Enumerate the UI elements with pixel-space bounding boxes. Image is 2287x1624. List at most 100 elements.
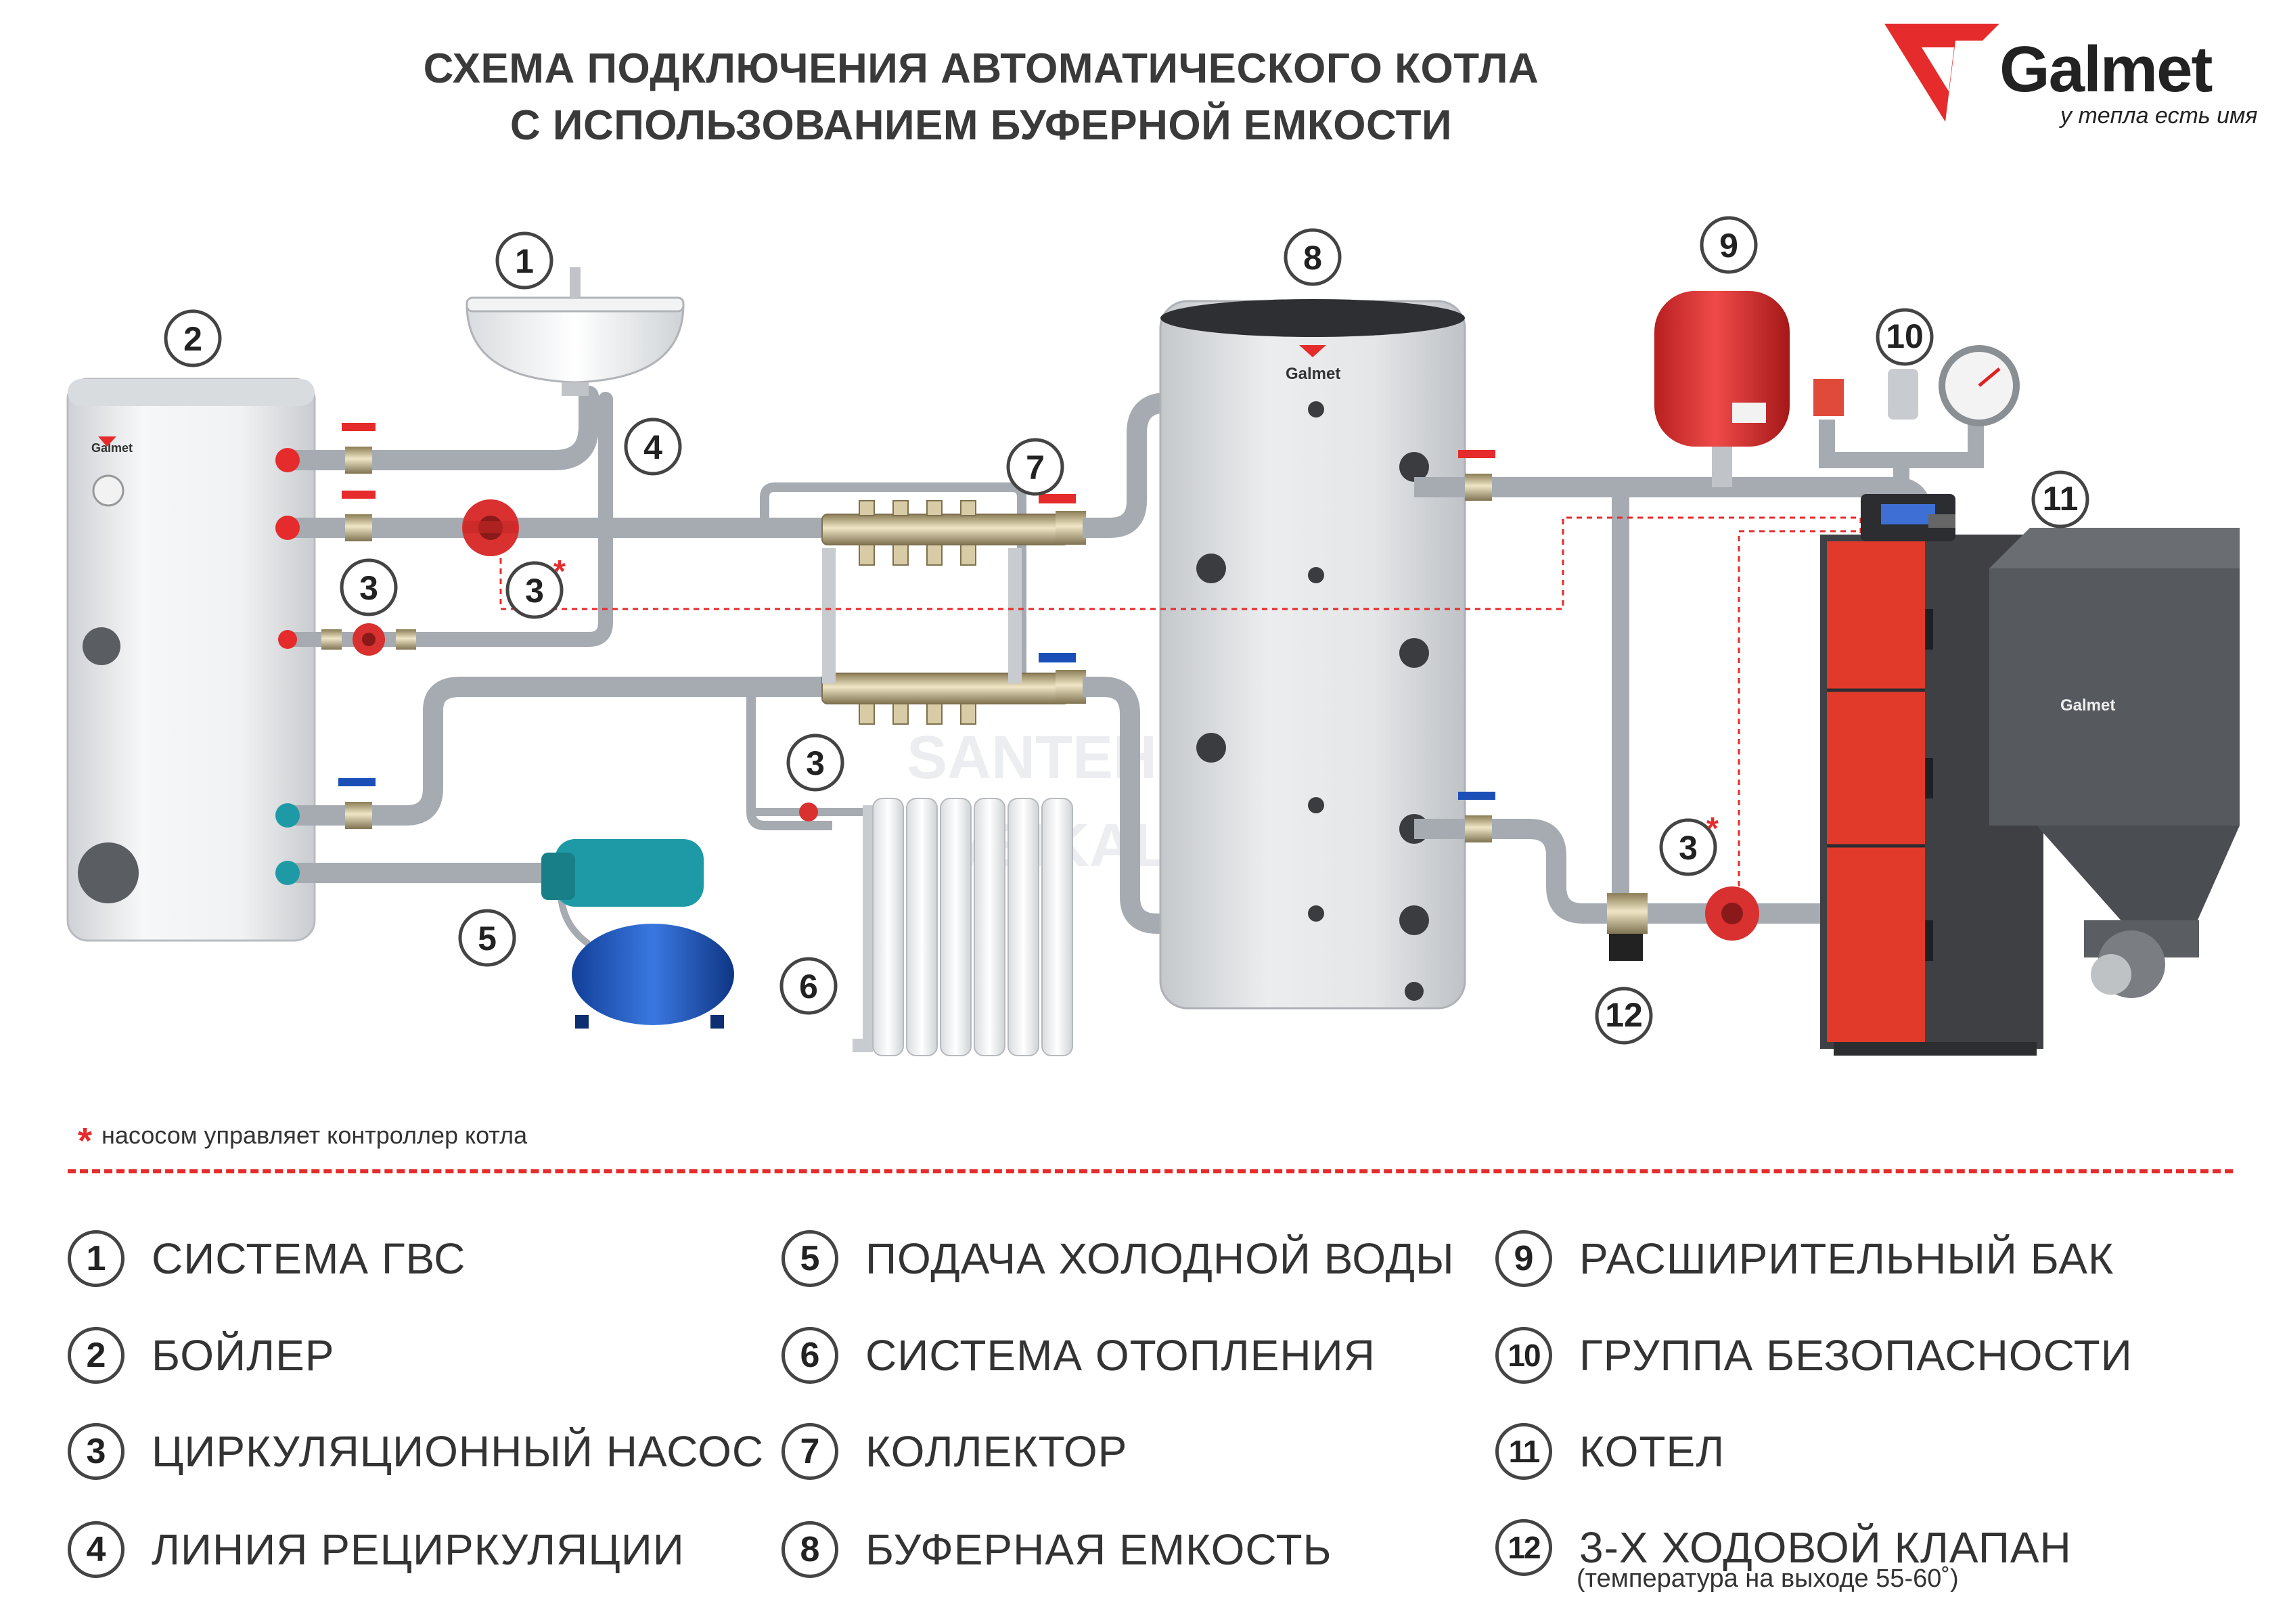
badge-4: 4 bbox=[624, 418, 682, 476]
legend-label: СИСТЕМА ОТОПЛЕНИЯ bbox=[865, 1331, 1376, 1380]
recirculation-pump bbox=[353, 623, 385, 656]
svg-text:2: 2 bbox=[183, 320, 202, 358]
legend-label: ПОДАЧА ХОЛОДНОЙ ВОДЫ bbox=[865, 1234, 1455, 1283]
expansion-tank bbox=[1654, 291, 1790, 487]
legend-label: БУФЕРНАЯ ЕМКОСТЬ bbox=[865, 1525, 1332, 1574]
badge-9: 9 bbox=[1700, 216, 1758, 274]
svg-text:9: 9 bbox=[1719, 227, 1738, 265]
svg-text:11: 11 bbox=[2043, 480, 2079, 518]
legend-item: 4 ЛИНИЯ РЕЦИРКУЛЯЦИИ bbox=[68, 1512, 685, 1587]
legend-number: 4 bbox=[68, 1521, 124, 1578]
legend-number: 11 bbox=[1495, 1423, 1552, 1480]
heating-scheme-diagram: SANTEHNIKAS VEIKALS.LV Galmet bbox=[66, 216, 2240, 1056]
legend-number: 2 bbox=[68, 1327, 124, 1384]
sink bbox=[466, 267, 685, 396]
logo-tagline: у тепла есть имя bbox=[2060, 103, 2258, 129]
legend-number: 1 bbox=[68, 1230, 124, 1287]
legend-label: 3-Х ХОДОВОЙ КЛАПАН bbox=[1579, 1523, 2072, 1572]
svg-text:3: 3 bbox=[525, 572, 544, 610]
legend-item: 10 ГРУППА БЕЗОПАСНОСТИ bbox=[1495, 1318, 2133, 1393]
cold-water-pump bbox=[541, 839, 734, 1029]
legend-number: 6 bbox=[782, 1327, 838, 1384]
badge-12: 12 bbox=[1595, 987, 1653, 1045]
svg-text:6: 6 bbox=[799, 968, 818, 1006]
legend-number: 10 bbox=[1495, 1327, 1552, 1384]
buffer-tank: Galmet bbox=[1159, 299, 1466, 1010]
legend-label: ЛИНИЯ РЕЦИРКУЛЯЦИИ bbox=[152, 1525, 685, 1574]
galmet-logo-mark-icon bbox=[1884, 24, 1999, 122]
boiler-pipes bbox=[275, 386, 842, 885]
hopper-brand-label: Galmet bbox=[2060, 696, 2115, 715]
legend-label: КОТЕЛ bbox=[1579, 1427, 1725, 1476]
badge-10: 10 bbox=[1876, 308, 1934, 366]
svg-text:10: 10 bbox=[1886, 317, 1924, 355]
legend-label: РАСШИРИТЕЛЬНЫЙ БАК bbox=[1579, 1234, 2114, 1283]
badge-3-dhw-pump: 3* bbox=[505, 554, 566, 619]
legend-item: 2 БОЙЛЕР bbox=[68, 1318, 334, 1393]
page-title: СХЕМА ПОДКЛЮЧЕНИЯ АВТОМАТИЧЕСКОГО КОТЛА … bbox=[379, 41, 1583, 154]
legend-item: 6 СИСТЕМА ОТОПЛЕНИЯ bbox=[782, 1318, 1376, 1393]
radiator bbox=[751, 798, 1073, 1056]
title-line-1: СХЕМА ПОДКЛЮЧЕНИЯ АВТОМАТИЧЕСКОГО КОТЛА bbox=[423, 45, 1539, 92]
svg-text:*: * bbox=[1706, 811, 1719, 846]
legend-item: 7 КОЛЛЕКТОР bbox=[782, 1414, 1127, 1489]
svg-text:8: 8 bbox=[1303, 239, 1322, 277]
footnote-star: * bbox=[78, 1121, 93, 1161]
badge-3-collector: 3 bbox=[786, 734, 844, 792]
svg-text:1: 1 bbox=[515, 242, 534, 280]
badge-8: 8 bbox=[1284, 228, 1342, 286]
badge-2: 2 bbox=[164, 309, 222, 367]
badge-3-boiler-pump: 3* bbox=[1659, 811, 1719, 876]
svg-text:12: 12 bbox=[1605, 996, 1643, 1034]
ball-valves bbox=[321, 423, 416, 829]
svg-text:3: 3 bbox=[359, 569, 378, 607]
footnote-text: насосом управляет контроллер котла bbox=[101, 1121, 528, 1149]
footnote: * насосом управляет контроллер котла bbox=[78, 1120, 527, 1162]
badge-5: 5 bbox=[458, 909, 516, 967]
legend-number: 3 bbox=[68, 1423, 124, 1480]
legend-item: 8 БУФЕРНАЯ ЕМКОСТЬ bbox=[782, 1512, 1332, 1587]
title-line-2: С ИСПОЛЬЗОВАНИЕМ БУФЕРНОЙ ЕМКОСТИ bbox=[510, 102, 1453, 149]
boiler-pump bbox=[1705, 886, 1759, 941]
logo-brand: Galmet bbox=[1999, 33, 2213, 106]
legend-item: 3 ЦИРКУЛЯЦИОННЫЙ НАСОС bbox=[68, 1414, 764, 1489]
svg-text:7: 7 bbox=[1026, 449, 1045, 487]
legend-label: ГРУППА БЕЗОПАСНОСТИ bbox=[1579, 1331, 2133, 1380]
legend-label: ЦИРКУЛЯЦИОННЫЙ НАСОС bbox=[152, 1427, 765, 1476]
svg-text:3: 3 bbox=[806, 744, 825, 782]
badge-11: 11 bbox=[2031, 470, 2089, 528]
legend-item: 1 СИСТЕМА ГВС bbox=[68, 1221, 466, 1296]
legend-number: 9 bbox=[1495, 1230, 1552, 1287]
dhw-pump bbox=[462, 499, 519, 556]
legend-item: 12 3-Х ХОДОВОЙ КЛАПАН bbox=[1495, 1510, 2072, 1585]
legend-item: 9 РАСШИРИТЕЛЬНЫЙ БАК bbox=[1495, 1221, 2114, 1296]
number-badges: 1 2 3 3* 3 3* 4 5 6 7 8 9 10 11 12 bbox=[164, 216, 2089, 1045]
legend-number: 7 bbox=[782, 1423, 838, 1480]
legend-number: 5 bbox=[782, 1230, 838, 1287]
legend-note: (температура на выходе 55-60˚) bbox=[1577, 1564, 1959, 1593]
svg-text:5: 5 bbox=[478, 920, 497, 957]
boiler-thermometer-icon bbox=[92, 474, 124, 507]
badge-7: 7 bbox=[1006, 438, 1064, 496]
svg-text:4: 4 bbox=[643, 428, 662, 466]
safety-group bbox=[1813, 345, 2020, 487]
dhw-boiler: Galmet bbox=[66, 378, 316, 942]
legend-label: КОЛЛЕКТОР bbox=[865, 1427, 1128, 1476]
legend-number: 12 bbox=[1495, 1519, 1552, 1576]
boiler-brand-label: Galmet bbox=[91, 441, 133, 455]
legend-label: СИСТЕМА ГВС bbox=[152, 1234, 466, 1283]
three-way-valve bbox=[1607, 893, 1648, 961]
galmet-logo: Galmet у тепла есть имя bbox=[1881, 20, 2287, 135]
badge-1: 1 bbox=[495, 231, 553, 290]
badge-3-boiler: 3 bbox=[340, 558, 398, 616]
badge-6: 6 bbox=[779, 957, 838, 1015]
dashed-divider bbox=[68, 1169, 2233, 1173]
buffer-brand-label: Galmet bbox=[1286, 365, 1340, 383]
svg-text:3: 3 bbox=[1679, 829, 1698, 867]
collector-manifold bbox=[746, 482, 1086, 830]
legend-item: 5 ПОДАЧА ХОЛОДНОЙ ВОДЫ bbox=[782, 1221, 1455, 1296]
svg-text:*: * bbox=[553, 554, 566, 589]
legend-number: 8 bbox=[782, 1521, 838, 1578]
legend-item: 11 КОТЕЛ bbox=[1495, 1414, 1725, 1489]
pellet-boiler: Galmet bbox=[1820, 494, 2240, 1056]
